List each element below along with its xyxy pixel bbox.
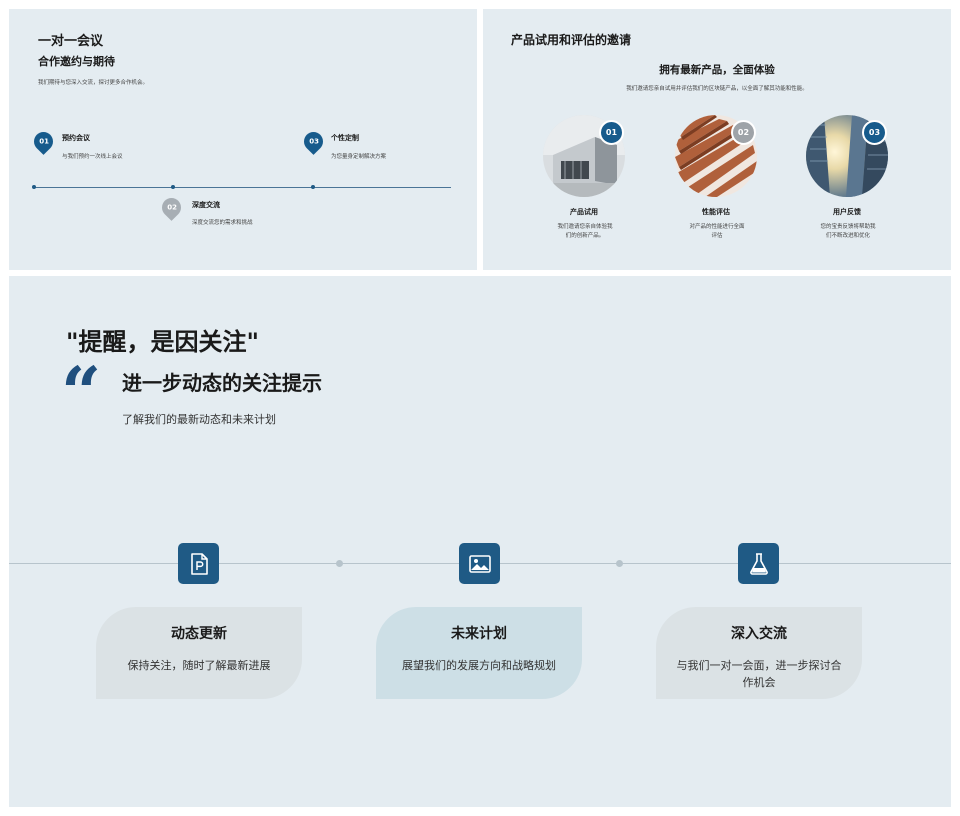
slide-heading: 拥有最新产品，全面体验	[659, 64, 775, 76]
card-desc: 与我们一对一会面，进一步探讨合作机会	[676, 659, 842, 689]
quote-title: "提醒，是因关注"	[66, 328, 260, 356]
card-title: 深入交流	[731, 626, 787, 642]
quote-mark-icon: “	[61, 351, 102, 434]
item-title-1: 产品试用	[570, 208, 598, 216]
item-desc-2: 对产品的性能进行全面评估	[689, 224, 745, 239]
step-title-1: 预约会议	[62, 134, 90, 142]
item-badge-2: 02	[731, 120, 756, 145]
step-marker-2: 02	[158, 194, 185, 221]
card-deep-exchange[interactable]: 深入交流 与我们一对一会面，进一步探讨合作机会	[656, 607, 862, 699]
step-title-2: 深度交流	[192, 201, 220, 209]
slide-follow-reminder[interactable]: "提醒，是因关注" “ 进一步动态的关注提示 了解我们的最新动态和未来计划 动态…	[9, 276, 951, 807]
slide-one-on-one-meeting[interactable]: 一对一会议 合作邀约与期待 我们期待与您深入交流，探讨更多合作机会。 01 预约…	[9, 9, 477, 270]
item-desc-1: 我们邀请您亲自体验我们的创新产品。	[557, 224, 613, 239]
item-title-2: 性能评估	[702, 208, 730, 216]
timeline-dot	[171, 185, 175, 189]
timeline-dot	[32, 185, 36, 189]
item-badge-3: 03	[862, 120, 887, 145]
slide-title: 产品试用和评估的邀请	[511, 33, 632, 47]
slide-description: 我们邀请您亲自试用并评估我们的区块链产品，以全面了解其功能和性能。	[626, 86, 808, 92]
image-icon	[459, 543, 500, 584]
step-desc-2: 深度交流您的需求和挑战	[192, 220, 253, 226]
slide-title: 一对一会议	[38, 34, 104, 49]
slide-description: 我们期待与您深入交流，探讨更多合作机会。	[38, 80, 149, 86]
card-title: 动态更新	[171, 626, 227, 642]
card-desc: 展望我们的发展方向和战略规划	[402, 659, 556, 672]
timeline-dot	[336, 560, 343, 567]
step-marker-1: 01	[30, 128, 57, 155]
step-marker-3: 03	[300, 128, 327, 155]
slide-product-trial-invitation[interactable]: 产品试用和评估的邀请 拥有最新产品，全面体验 我们邀请您亲自试用并评估我们的区块…	[483, 9, 951, 270]
card-dynamic-updates[interactable]: 动态更新 保持关注，随时了解最新进展	[96, 607, 302, 699]
step-desc-1: 与我们预约一次线上会议	[62, 154, 123, 160]
timeline-line	[34, 187, 451, 188]
timeline-dot	[616, 560, 623, 567]
card-title: 未来计划	[451, 626, 507, 642]
card-future-plans[interactable]: 未来计划 展望我们的发展方向和战略规划	[376, 607, 582, 699]
flask-icon	[738, 543, 779, 584]
item-badge-1: 01	[599, 120, 624, 145]
item-desc-3: 您的宝贵反馈将帮助我们不断改进和优化	[820, 224, 876, 239]
timeline-dot	[311, 185, 315, 189]
slide-heading: 进一步动态的关注提示	[122, 371, 322, 395]
step-title-3: 个性定制	[331, 134, 359, 142]
facade-photo	[675, 115, 757, 197]
document-icon	[178, 543, 219, 584]
step-desc-3: 为您量身定制解决方案	[331, 154, 387, 160]
slide-subtitle: 合作邀约与期待	[38, 55, 115, 68]
item-title-3: 用户反馈	[833, 208, 861, 216]
slide-subheading: 了解我们的最新动态和未来计划	[122, 413, 276, 426]
card-desc: 保持关注，随时了解最新进展	[127, 659, 271, 672]
